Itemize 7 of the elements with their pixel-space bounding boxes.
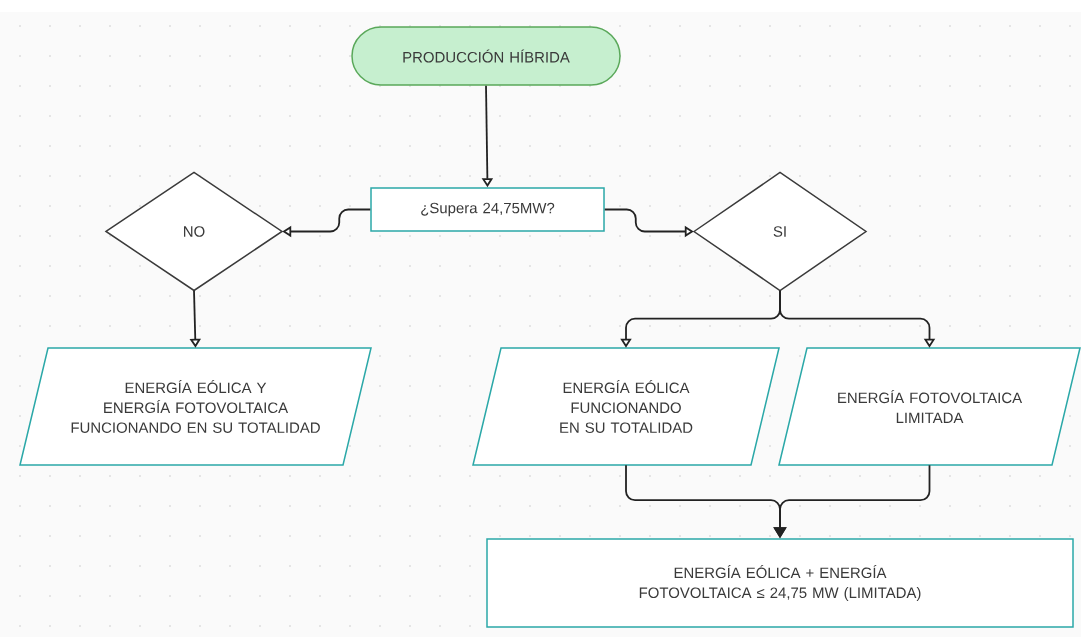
node-label: ENERGÍA FOTOVOLTAICA LIMITADA [838,390,1023,423]
data-parallelogram: ENERGÍA EÓLICA Y ENERGÍA FOTOVOLTAICA FUNCIONANDO EN SU TOTALIDAD [19,347,372,466]
data-parallelogram: ENERGÍA FOTOVOLTAICA LIMITADA [778,347,1081,466]
process-box: ENERGÍA EÓLICA + ENERGÍA FOTOVOLTAICA ≤ 24,75 MW (LIMITADA) [486,538,1074,628]
process-box: ¿Supera 24,75MW? [370,187,605,232]
start-terminal: PRODUCCIÓN HÍBRIDA [351,26,621,86]
data-parallelogram: ENERGÍA EÓLICA FUNCIONANDO EN SU TOTALIDAD [472,347,780,466]
